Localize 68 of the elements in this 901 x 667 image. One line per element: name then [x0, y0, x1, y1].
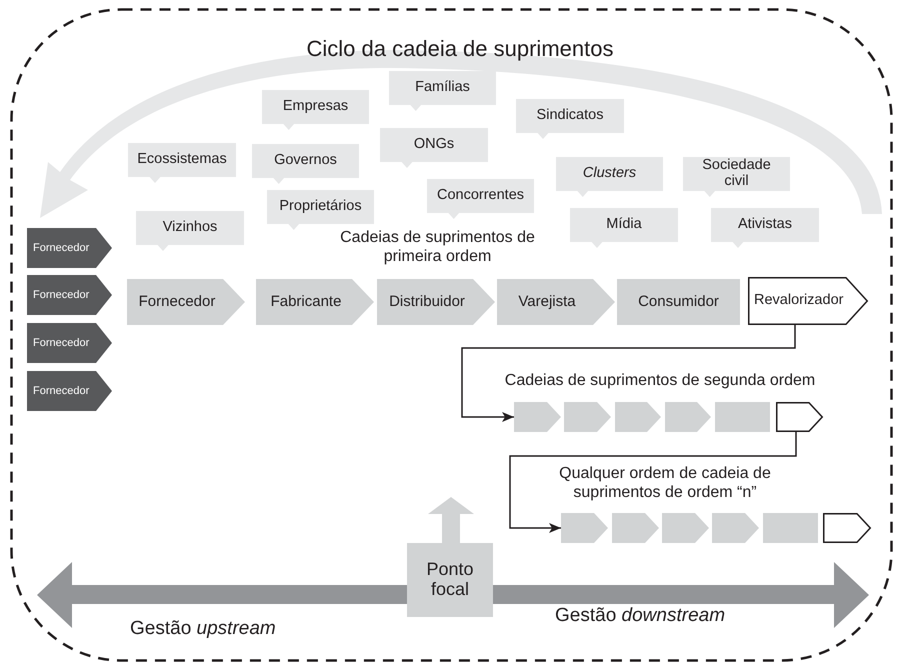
focal-point-box	[407, 543, 493, 617]
node-label: Consumidor	[638, 294, 719, 310]
stakeholder-callout	[128, 143, 236, 183]
node-label: Ponto focal	[425, 560, 475, 600]
stakeholder-callout	[556, 157, 663, 197]
stakeholder-callout	[711, 208, 819, 248]
node-label: Varejista	[518, 294, 576, 310]
node-label: Empresas	[282, 99, 348, 115]
node-label: Famílias	[415, 80, 470, 96]
stage-end-shape	[823, 513, 871, 543]
node-label: Clusters	[582, 166, 636, 182]
node-label: Distribuidor	[389, 294, 465, 310]
stakeholder-callout	[389, 71, 496, 111]
stakeholder-callout	[516, 99, 624, 139]
stage-shape	[712, 513, 759, 543]
stage-end-shape	[776, 402, 823, 432]
stage-shape	[256, 279, 374, 325]
stage-shape	[514, 402, 561, 432]
stakeholder-callout	[136, 211, 244, 251]
node-label: Fabricante	[270, 294, 342, 310]
node-label: Mídia	[606, 217, 642, 233]
stakeholder-callout	[570, 208, 678, 248]
node-label: Fornecedor	[33, 336, 90, 350]
node-label: Sociedade civil	[701, 158, 772, 190]
node-label: Ecossistemas	[137, 152, 227, 168]
stakeholder-callout	[252, 144, 359, 184]
stage-shape	[127, 279, 245, 325]
diagram-title: Ciclo da cadeia de suprimentos	[306, 36, 614, 62]
node-label: Fornecedor	[33, 384, 90, 398]
stage-shape	[615, 402, 661, 432]
stage-shape	[665, 402, 711, 432]
node-label: Revalorizador	[754, 293, 844, 309]
node-label: Vizinhos	[162, 220, 218, 236]
stakeholder-callout	[427, 179, 534, 219]
stage-shape	[612, 513, 659, 543]
supplier-stage	[27, 228, 112, 268]
stage-shape	[497, 279, 615, 325]
text-label: Gestão upstream	[130, 618, 277, 641]
connector-arrow	[509, 432, 797, 533]
stage-box	[763, 513, 818, 543]
supplier-stage	[27, 323, 112, 363]
stage-shape	[377, 279, 495, 325]
stage-shape	[662, 513, 709, 543]
text-label: Gestão downstream	[555, 605, 726, 628]
stage-shape	[564, 402, 611, 432]
node-label: Concorrentes	[436, 188, 524, 204]
node-label: Sindicatos	[536, 108, 604, 124]
stage-box	[715, 402, 770, 432]
node-label: Proprietários	[279, 199, 362, 215]
node-label: Fornecedor	[138, 294, 216, 310]
node-label: Fornecedor	[33, 288, 90, 302]
text-label: Cadeias de suprimentos de primeira ordem	[339, 228, 536, 266]
node-label: Fornecedor	[33, 242, 90, 254]
text-label: Cadeias de suprimentos de segunda ordem	[504, 371, 816, 390]
stage-box	[617, 279, 740, 325]
text-label: Qualquer ordem de cadeia de suprimentos de ordem “n”	[558, 464, 772, 502]
stakeholder-callout	[262, 90, 369, 130]
stakeholder-callout	[267, 190, 374, 230]
node-label: Governos	[274, 153, 337, 169]
stage-shape	[561, 513, 608, 543]
node-label: Ativistas	[738, 217, 792, 233]
stakeholder-callout	[380, 128, 488, 168]
stakeholder-callout	[683, 157, 790, 197]
supplier-stage	[27, 275, 112, 315]
node-label: ONGs	[414, 137, 454, 153]
stage-end-shape	[748, 277, 868, 325]
supplier-stage	[27, 371, 112, 411]
connector-arrow	[461, 325, 796, 422]
